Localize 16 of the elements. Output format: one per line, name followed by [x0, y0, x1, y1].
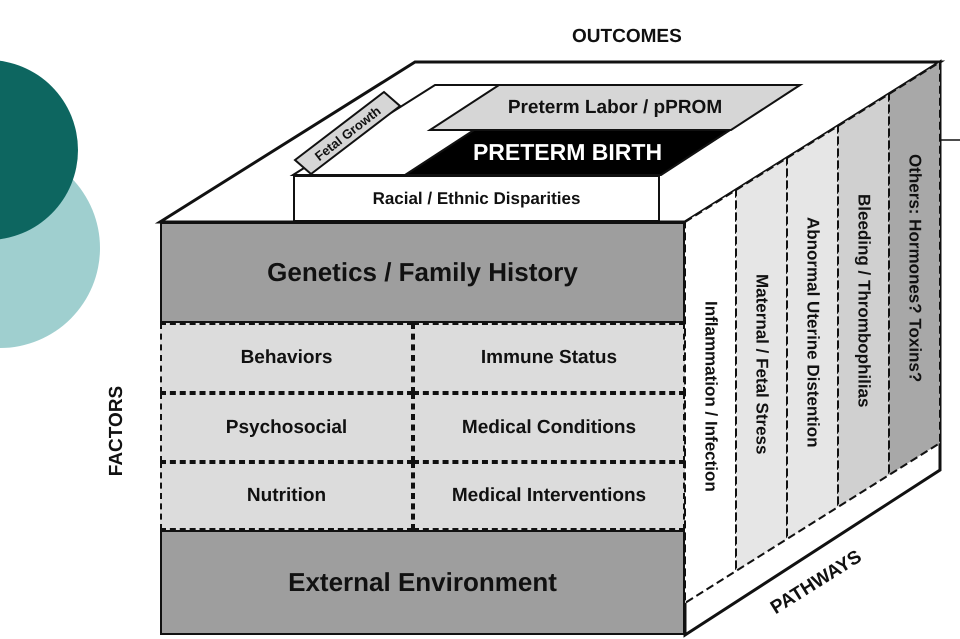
axis-title: OUTCOMES — [572, 26, 682, 48]
pathway-band: Bleeding / Thrombophilias — [838, 94, 889, 507]
factor-cell: Medical Conditions — [413, 393, 685, 462]
factor-cell: Nutrition — [160, 462, 413, 530]
factor-band: Genetics / Family History — [160, 222, 685, 323]
factor-cell: Behaviors — [160, 323, 413, 393]
pathway-band: Others: Hormones? Toxins? — [889, 62, 940, 475]
pathway-band: Abnormal Uterine Distention — [787, 126, 838, 539]
factor-band: External Environment — [160, 530, 685, 635]
pathway-band: Maternal / Fetal Stress — [736, 158, 787, 571]
pathway-band: Inflammation / Infection — [685, 190, 736, 603]
outcome-band: Racial / Ethnic Disparities — [293, 175, 660, 222]
factor-cell: Psychosocial — [160, 393, 413, 462]
factor-cell: Medical Interventions — [413, 462, 685, 530]
axis-title: FACTORS — [106, 386, 128, 476]
factor-cell: Immune Status — [413, 323, 685, 393]
